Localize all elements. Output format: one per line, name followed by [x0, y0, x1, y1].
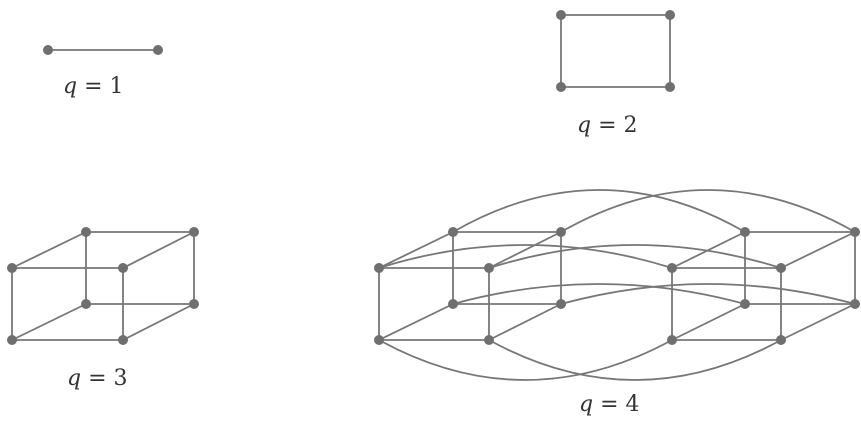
edge-curve	[488, 244, 782, 269]
edge	[122, 231, 195, 269]
vertex	[118, 263, 128, 273]
hypercube-q2	[556, 10, 675, 92]
vertex	[740, 299, 750, 309]
label-q4: q = 4	[579, 392, 640, 417]
label-variable: q	[579, 392, 594, 417]
vertex	[448, 299, 458, 309]
label-value: = 4	[593, 392, 640, 417]
vertex	[556, 299, 566, 309]
vertex	[81, 299, 91, 309]
edge-curve	[378, 339, 673, 381]
label-value: = 2	[591, 113, 638, 138]
vertex	[776, 263, 786, 273]
vertex	[7, 263, 17, 273]
vertex	[189, 227, 199, 237]
edge	[11, 231, 87, 269]
edge-curve	[378, 244, 673, 269]
vertex	[665, 82, 675, 92]
vertex	[556, 227, 566, 237]
vertex	[850, 299, 860, 309]
edge	[378, 303, 454, 341]
label-q3: q = 3	[67, 366, 128, 391]
vertex	[43, 45, 53, 55]
vertex	[556, 10, 566, 20]
vertex	[776, 335, 786, 345]
edge	[11, 303, 87, 341]
vertex	[665, 10, 675, 20]
label-q2: q = 2	[577, 113, 638, 138]
label-variable: q	[577, 113, 592, 138]
vertex	[118, 335, 128, 345]
vertex	[374, 335, 384, 345]
vertex	[448, 227, 458, 237]
edge	[488, 231, 562, 269]
edge	[780, 231, 856, 269]
vertex	[7, 335, 17, 345]
edge-curve	[452, 283, 746, 305]
vertex	[81, 227, 91, 237]
vertex	[374, 263, 384, 273]
edge-curve	[560, 189, 856, 233]
vertex	[850, 227, 860, 237]
label-value: = 1	[77, 74, 124, 99]
label-variable: q	[67, 366, 82, 391]
edge	[122, 303, 195, 341]
edge	[780, 303, 856, 341]
vertex	[667, 335, 677, 345]
vertex	[740, 227, 750, 237]
edge-curve	[488, 339, 782, 381]
label-q1: q = 1	[63, 74, 124, 99]
edge-curve	[560, 283, 856, 305]
vertex	[189, 299, 199, 309]
edge	[378, 231, 454, 269]
hypercube-q1	[43, 45, 163, 55]
vertex	[484, 335, 494, 345]
label-value: = 3	[81, 366, 128, 391]
edge	[671, 303, 746, 341]
hypercube-q3	[7, 227, 199, 345]
vertex	[667, 263, 677, 273]
edge-curve	[452, 189, 746, 233]
vertex	[556, 82, 566, 92]
vertex	[153, 45, 163, 55]
edge	[488, 303, 562, 341]
hypercube-q4	[374, 189, 860, 381]
label-variable: q	[63, 74, 78, 99]
vertex	[484, 263, 494, 273]
